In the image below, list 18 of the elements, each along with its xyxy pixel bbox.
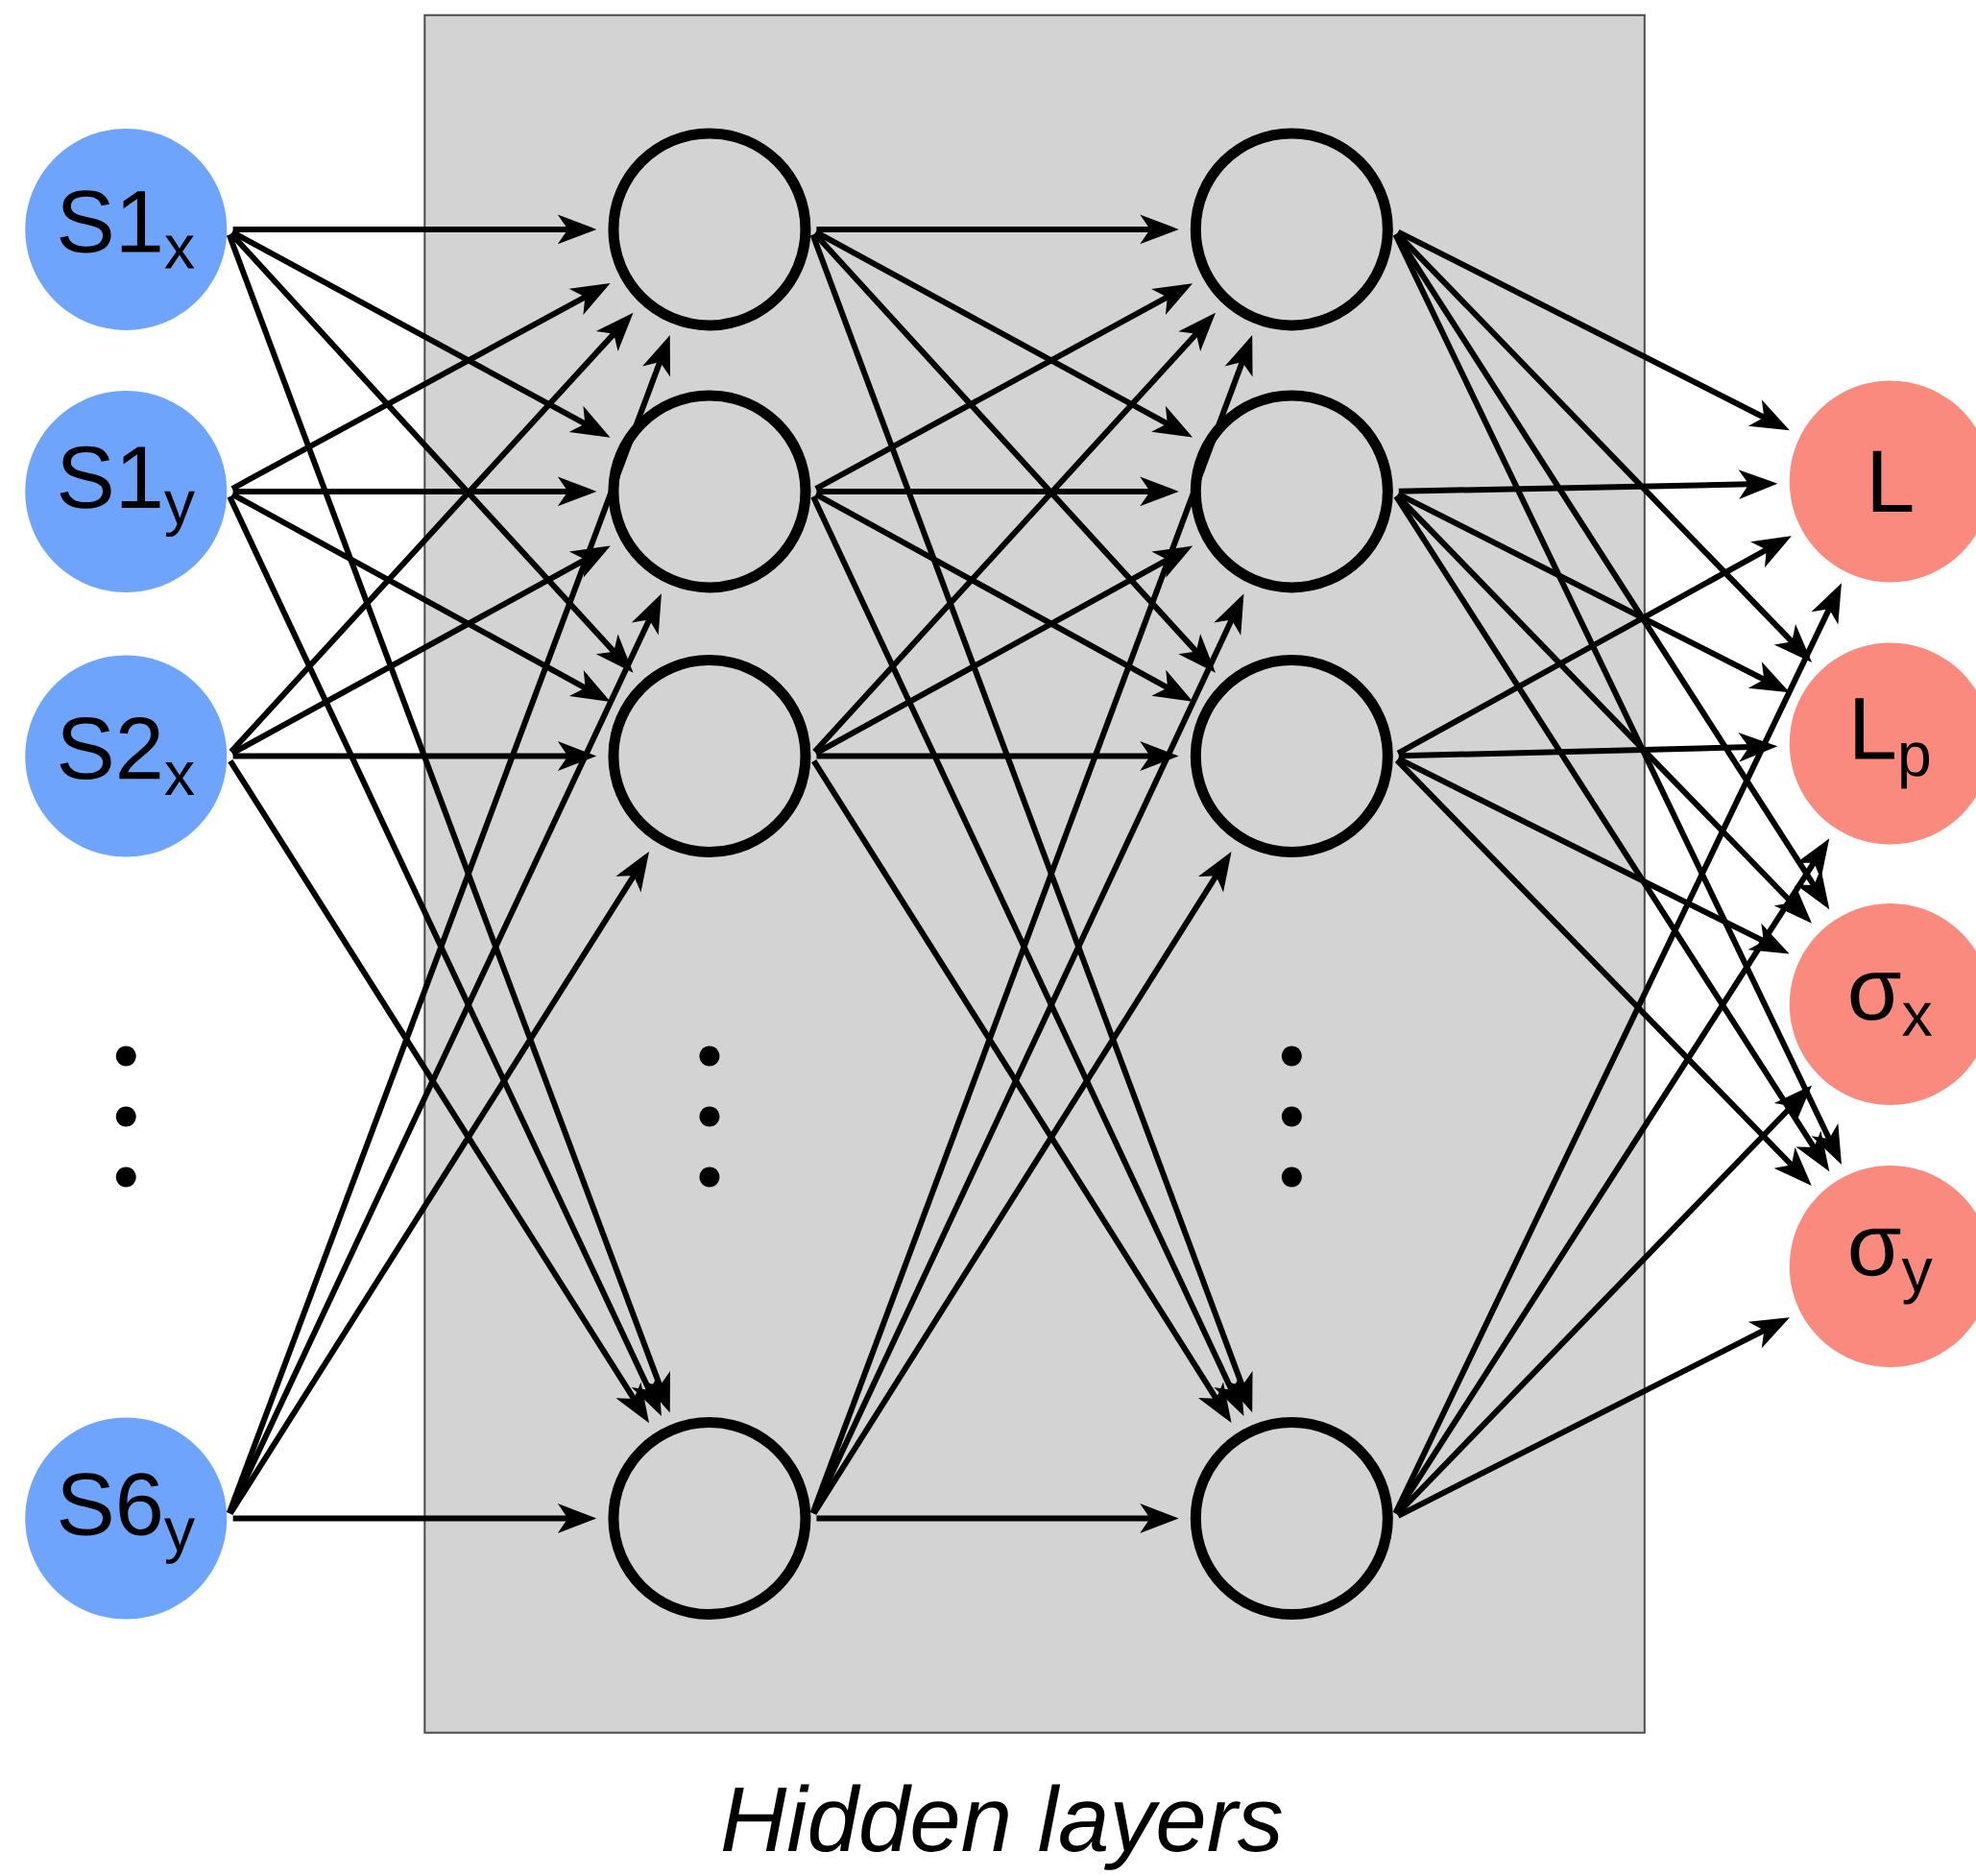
input-neuron: S1$_{x}$ <box>25 128 228 330</box>
hidden-neuron <box>1190 1417 1393 1621</box>
output-neuron: σ$_{x}$ <box>1789 903 1976 1106</box>
hidden-neuron <box>608 1417 811 1621</box>
hidden-neuron <box>608 390 811 593</box>
hidden-neuron <box>1190 390 1393 593</box>
hidden-neuron <box>608 128 811 331</box>
hidden-neuron <box>1190 655 1393 857</box>
output-neuron: L$_{p}$ <box>1789 642 1976 845</box>
input-neuron: S1$_{y}$ <box>25 390 228 592</box>
output-neuron: L <box>1789 380 1976 583</box>
hidden-layers-panel: Hidden layers <box>423 13 1646 1870</box>
node-label: Hidden layers <box>722 1784 1282 1870</box>
output-neuron: σ$_{y}$ <box>1789 1166 1976 1368</box>
input-neuron: S2$_{x}$ <box>25 655 228 857</box>
hidden-neuron <box>608 655 811 857</box>
input-neuron: S6$_{y}$ <box>25 1417 228 1620</box>
hidden-neuron <box>1190 128 1393 331</box>
